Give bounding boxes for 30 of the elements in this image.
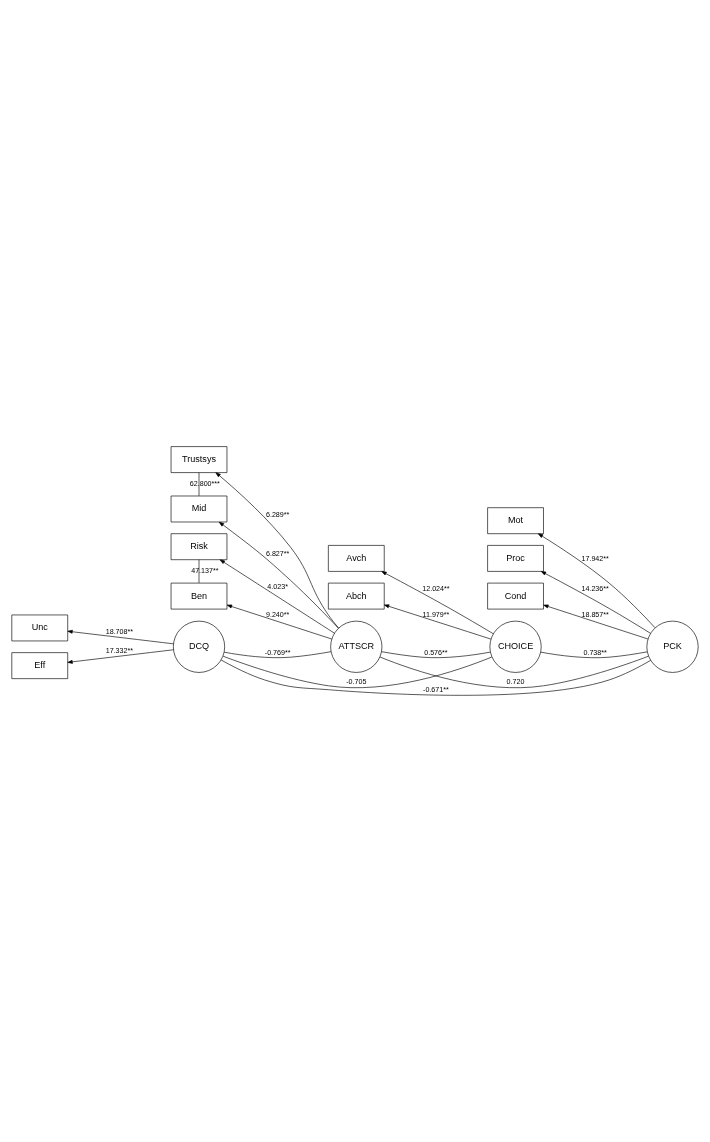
- node-box: Abch: [328, 582, 385, 610]
- connector: [222, 655, 493, 689]
- node-box: Eff: [11, 652, 69, 679]
- connector: [379, 655, 649, 689]
- node-box: Ben: [170, 582, 228, 610]
- node-circle: PCK: [646, 620, 699, 673]
- arrow: [537, 533, 656, 628]
- node-box: Risk: [170, 533, 228, 561]
- node-box: Unc: [11, 614, 69, 642]
- arrow: [67, 649, 174, 664]
- arrow: [215, 472, 339, 629]
- node-box: Mid: [170, 495, 228, 523]
- node-box: Trustsys: [170, 446, 228, 473]
- node-box: Proc: [487, 545, 544, 572]
- arrow: [381, 571, 494, 635]
- arrow: [384, 604, 492, 640]
- arrow: [543, 604, 649, 640]
- node-box: Avch: [328, 545, 385, 572]
- node-circle: ATTSCR: [330, 620, 383, 673]
- arrow: [67, 629, 174, 645]
- node-box: Mot: [487, 507, 544, 535]
- node-circle: DCQ: [173, 620, 225, 673]
- arrow: [219, 559, 335, 634]
- node-box: Cond: [487, 582, 544, 610]
- connector: [540, 651, 648, 659]
- connector: [381, 651, 491, 659]
- arrow: [218, 521, 339, 629]
- arrow: [540, 571, 651, 634]
- node-circle: CHOICE: [489, 620, 542, 673]
- arrow: [226, 604, 333, 640]
